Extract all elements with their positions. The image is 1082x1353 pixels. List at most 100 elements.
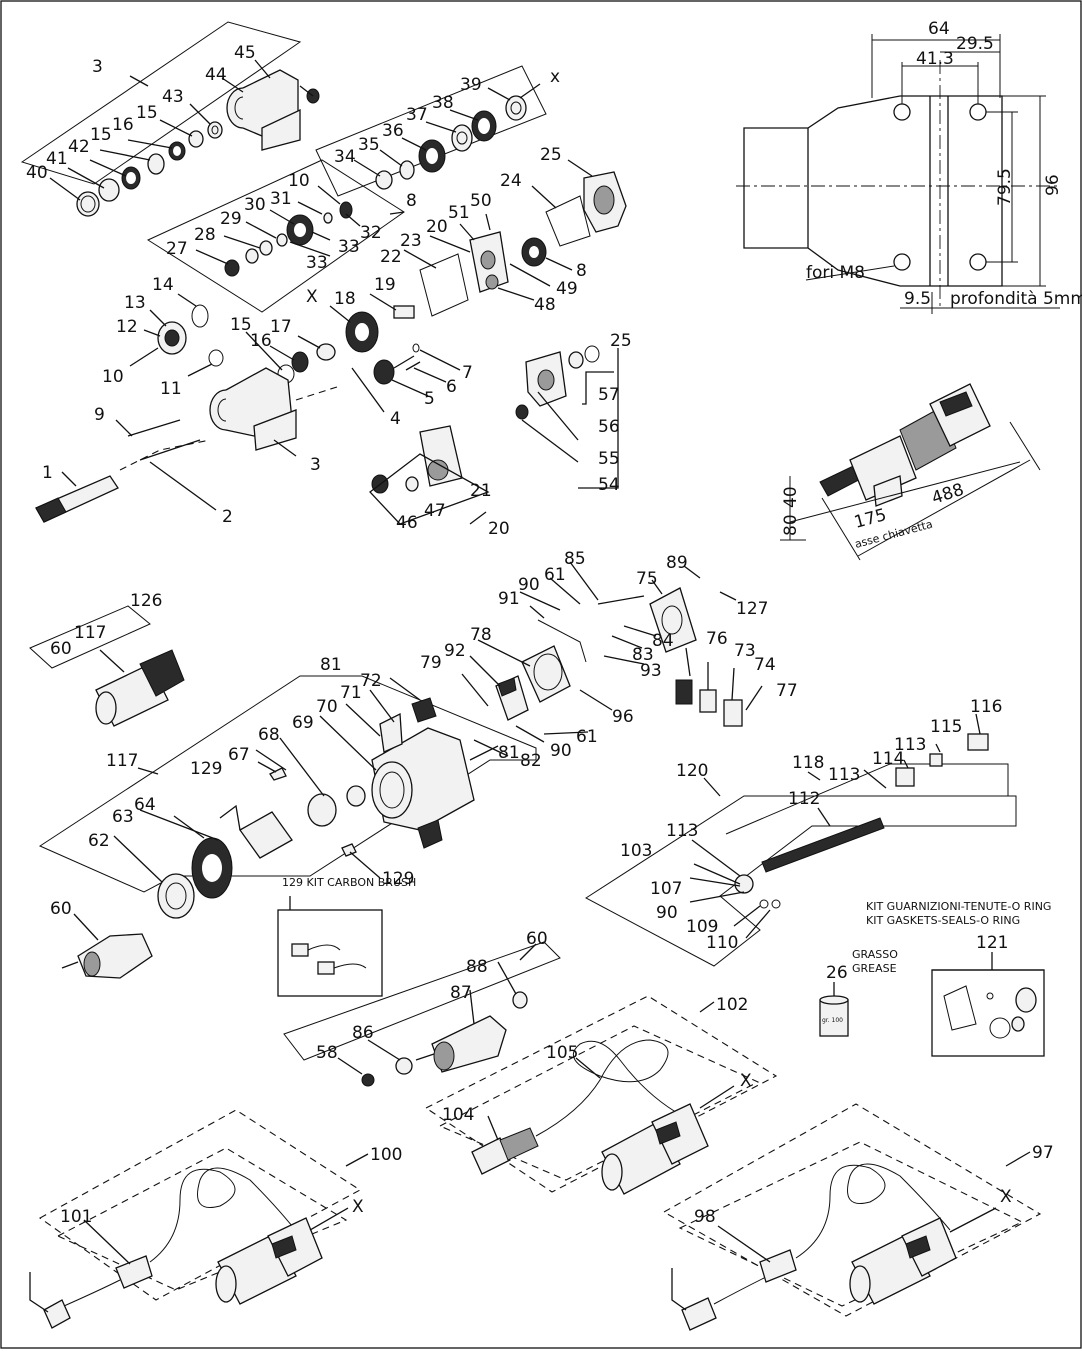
callout-85: 85 (564, 549, 586, 569)
callout-6: 6 (446, 377, 457, 397)
ball-7 (412, 343, 420, 353)
callout-13: 13 (124, 293, 146, 313)
dim-41-3: 41.3 (916, 49, 954, 69)
callout-26: 26 (826, 963, 848, 983)
label-kit-en: KIT GASKETS-SEALS-O RING (866, 914, 1020, 927)
bracket-102-outer (424, 995, 778, 1193)
callout-4: 4 (390, 409, 401, 429)
callout-105: 105 (546, 1043, 578, 1063)
label-fori-m8: fori M8 (806, 263, 865, 283)
gearbox-cover-25 (583, 171, 627, 233)
leader-lines-25 (531, 159, 593, 209)
spindle-1 (35, 475, 119, 523)
callout-49: 49 (556, 279, 578, 299)
callout-X-100: X (352, 1197, 364, 1217)
group-bracket-gears (315, 65, 547, 197)
brush-129b (341, 843, 357, 857)
callout-90-mid: 90 (550, 741, 572, 761)
bracket-97-inner (678, 1141, 1024, 1307)
wire-91 (537, 619, 587, 663)
brush-129a (269, 767, 287, 781)
callout-87: 87 (450, 983, 472, 1003)
callout-63: 63 (112, 807, 134, 827)
group-bracket-3 (20, 21, 302, 185)
callout-56: 56 (598, 417, 620, 437)
callout-28: 28 (194, 225, 216, 245)
callout-86: 86 (352, 1023, 374, 1043)
callout-18: 18 (334, 289, 356, 309)
pinion-5 (373, 355, 415, 385)
fitting-group-103 (693, 863, 781, 909)
callout-82: 82 (520, 751, 542, 771)
leader-lines-armature (337, 943, 537, 1075)
bracket-126 (29, 605, 151, 669)
assembled-tool-dim (780, 383, 1041, 561)
callout-77: 77 (776, 681, 798, 701)
callout-55: 55 (598, 449, 620, 469)
callout-74: 74 (754, 655, 776, 675)
callout-10-left: 10 (102, 367, 124, 387)
callout-51: 51 (448, 203, 470, 223)
dim-40: 40 (781, 486, 801, 508)
cable-97 (713, 1163, 951, 1305)
cover-group-54 (515, 345, 600, 420)
callout-120: 120 (676, 761, 708, 781)
leader-lines-8 (195, 185, 405, 265)
callout-61-top: 61 (544, 565, 566, 585)
ring-14 (191, 304, 209, 328)
leader-lines-mid-left (61, 293, 461, 511)
callout-15-mid: 15 (230, 315, 252, 335)
gear-set-middle (224, 201, 353, 277)
cable-105 (535, 1039, 691, 1137)
callout-116: 116 (970, 697, 1002, 717)
callout-46: 46 (396, 513, 418, 533)
callout-41: 41 (46, 149, 68, 169)
screw-9b (139, 439, 201, 461)
callout-117-mid: 117 (106, 751, 138, 771)
callout-78: 78 (470, 625, 492, 645)
bracket-120 (585, 795, 1017, 967)
dimension-drawing-flange (736, 34, 1060, 314)
lock-81 (417, 819, 443, 849)
switch-76 (675, 679, 693, 705)
label-kit-carbon-brush: 129 KIT CARBON BRUSH (282, 876, 416, 889)
callout-45: 45 (234, 43, 256, 63)
callout-75: 75 (636, 569, 658, 589)
plug-101 (43, 1255, 153, 1329)
callout-17: 17 (270, 317, 292, 337)
callout-62: 62 (88, 831, 110, 851)
callout-113c: 113 (666, 821, 698, 841)
callout-70: 70 (316, 697, 338, 717)
leader-lines-120 (689, 713, 981, 939)
callout-92: 92 (444, 641, 466, 661)
callout-60-top: 60 (50, 639, 72, 659)
plug-98 (681, 1249, 797, 1331)
dim-29-5: 29.5 (956, 34, 994, 54)
leader-lines-group3 (49, 59, 314, 201)
callout-121: 121 (976, 933, 1008, 953)
callout-90-right: 90 (656, 903, 678, 923)
cable-100 (63, 1167, 301, 1307)
gear-housing-top (226, 69, 301, 151)
callout-72: 72 (360, 671, 382, 691)
callout-3-mid: 3 (310, 455, 321, 475)
callout-104: 104 (442, 1105, 474, 1125)
callout-114: 114 (872, 749, 904, 769)
callout-50: 50 (470, 191, 492, 211)
dim-175: 175 (852, 505, 889, 533)
callout-33a: 33 (338, 237, 360, 257)
callout-93: 93 (640, 661, 662, 681)
callout-54: 54 (598, 475, 620, 495)
callout-113a: 113 (894, 735, 926, 755)
callout-83: 83 (632, 645, 654, 665)
callout-21: 21 (470, 481, 492, 501)
callout-33b: 33 (306, 253, 328, 273)
callout-34: 34 (334, 147, 356, 167)
callout-8-top: 8 (406, 191, 417, 211)
flange-20-lower (371, 425, 463, 494)
dim-79-5: 79.5 (995, 168, 1015, 206)
callout-76: 76 (706, 629, 728, 649)
callout-20-lower: 20 (488, 519, 510, 539)
callout-67: 67 (228, 745, 250, 765)
